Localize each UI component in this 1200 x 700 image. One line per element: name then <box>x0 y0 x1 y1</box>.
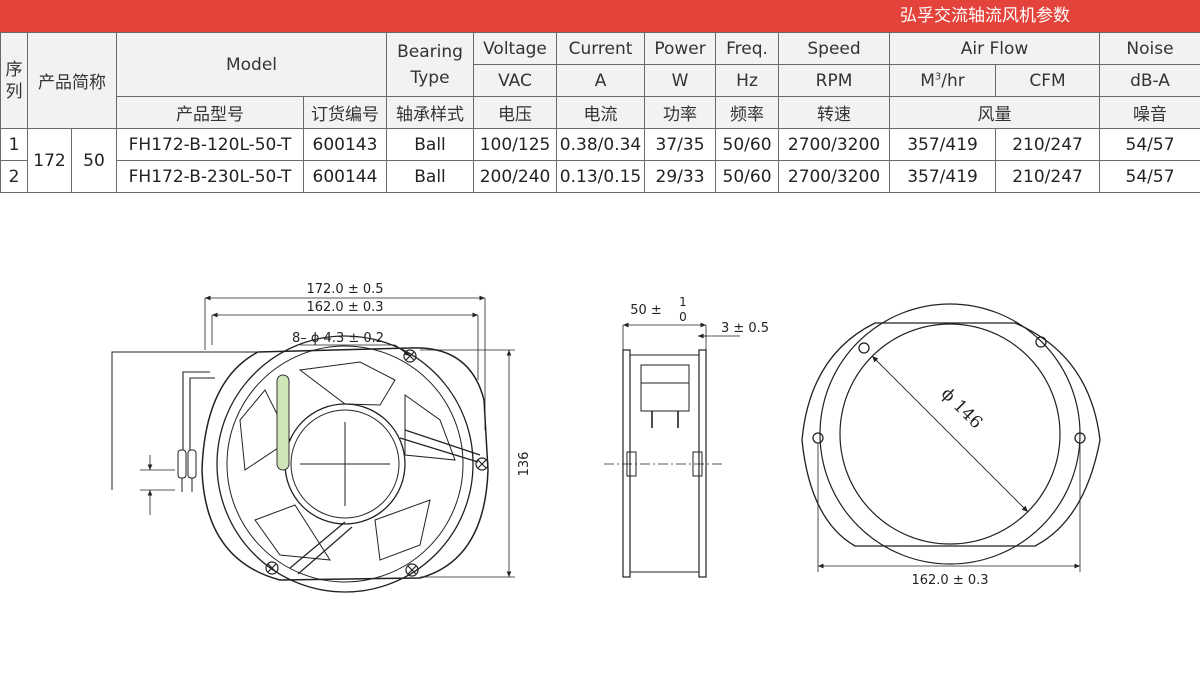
mounting-hole <box>403 349 417 363</box>
row-order: 600143 <box>302 128 388 161</box>
header-row-3: 产品型号 订货编号 轴承样式 电压 电流 功率 频率 转速 风量 噪音 <box>1 96 1200 129</box>
dim-hole-spacing: 162.0 ± 0.3 <box>306 300 383 315</box>
noise-header: Noise <box>1099 32 1200 65</box>
voltage-header: Voltage <box>473 32 558 65</box>
cn-current-header: 电流 <box>556 96 646 129</box>
cn-noise-header: 噪音 <box>1099 96 1200 129</box>
spec-table: 序列 产品简称 Model Bearing Type Voltage Curre… <box>0 32 1200 193</box>
dim-holes: 8– ϕ 4.3 ± 0.2 <box>292 331 384 346</box>
row-model: FH172-B-120L-50-T <box>116 128 304 161</box>
row-noise: 54/57 <box>1099 128 1200 161</box>
noise-unit: dB-A <box>1099 64 1200 97</box>
size-cell: 172 <box>27 128 72 193</box>
dim-depth-tol-top: 1 <box>679 295 687 309</box>
side-view <box>604 322 740 578</box>
row-seq: 2 <box>0 160 28 193</box>
row-speed: 2700/3200 <box>778 160 891 193</box>
dim-depth-tol-bottom: 0 <box>679 310 687 324</box>
voltage-unit: VAC <box>473 64 558 97</box>
row-power: 29/33 <box>644 160 717 193</box>
bearing-header: Bearing Type <box>386 32 475 97</box>
freq-header: Freq. <box>715 32 780 65</box>
dim-flange: 3 ± 0.5 <box>721 321 769 336</box>
cn-voltage-header: 电压 <box>473 96 558 129</box>
power-header: Power <box>644 32 717 65</box>
row-cfm: 210/247 <box>995 128 1101 161</box>
cn-model-header: 产品型号 <box>116 96 304 129</box>
speed-header: Speed <box>778 32 891 65</box>
front-view <box>111 295 515 593</box>
row-m3hr: 357/419 <box>889 128 997 161</box>
table-row: 2 FH172-B-230L-50-T 600144 Ball 200/240 … <box>0 160 1200 193</box>
dim-diameter: ϕ 146 <box>937 384 986 433</box>
row-freq: 50/60 <box>715 128 780 161</box>
cn-bearing-header: 轴承样式 <box>386 96 475 129</box>
mounting-hole <box>812 432 824 444</box>
row-cfm: 210/247 <box>995 160 1101 193</box>
mounting-hole <box>475 457 489 471</box>
row-speed: 2700/3200 <box>778 128 891 161</box>
row-freq: 50/60 <box>715 160 780 193</box>
current-unit: A <box>556 64 646 97</box>
row-order: 600144 <box>302 160 388 193</box>
back-view <box>801 303 1101 572</box>
freq-unit: Hz <box>715 64 780 97</box>
dim-height: 136 <box>517 452 532 477</box>
row-model: FH172-B-230L-50-T <box>116 160 304 193</box>
row-m3hr: 357/419 <box>889 160 997 193</box>
table-row: 1 172 50 FH172-B-120L-50-T 600143 Ball 1… <box>0 128 1200 193</box>
current-header: Current <box>556 32 646 65</box>
page-title: 弘孚交流轴流风机参数 <box>900 6 1070 26</box>
row-current: 0.38/0.34 <box>556 128 646 161</box>
power-unit: W <box>644 64 717 97</box>
row-voltage: 100/125 <box>473 128 558 161</box>
cn-power-header: 功率 <box>644 96 717 129</box>
mounting-hole <box>1035 336 1047 348</box>
dimension-drawing: 172.0 ± 0.5 162.0 ± 0.3 8– ϕ 4.3 ± 0.2 1… <box>111 282 1101 593</box>
thickness-cell: 50 <box>71 128 117 193</box>
model-header: Model <box>115 32 388 97</box>
row-bearing: Ball <box>386 128 475 161</box>
airflow-m3-unit: M3/hr <box>889 64 997 97</box>
mounting-hole <box>265 561 279 575</box>
cn-speed-header: 转速 <box>778 96 891 129</box>
airflow-cfm-unit: CFM <box>995 64 1101 97</box>
header-row-1: 序列 产品简称 Model Bearing Type Voltage Curre… <box>0 32 1200 129</box>
mounting-hole <box>858 342 870 354</box>
dim-overall-width: 172.0 ± 0.5 <box>306 282 383 297</box>
row-noise: 54/57 <box>1099 160 1200 193</box>
row-current: 0.13/0.15 <box>556 160 646 193</box>
title-bar <box>0 0 1200 32</box>
airflow-header: Air Flow <box>889 32 1101 65</box>
cn-airflow-header: 风量 <box>889 96 1101 129</box>
short-name-header: 产品简称 <box>27 32 117 129</box>
speed-unit: RPM <box>778 64 891 97</box>
header-row-2: VAC A W Hz RPM M3/hr CFM dB-A <box>1 64 1200 97</box>
row-bearing: Ball <box>386 160 475 193</box>
cn-order-header: 订货编号 <box>302 96 388 129</box>
cn-freq-header: 频率 <box>715 96 780 129</box>
row-voltage: 200/240 <box>473 160 558 193</box>
dim-back-width: 162.0 ± 0.3 <box>911 573 988 588</box>
row-seq: 1 <box>0 128 28 161</box>
mounting-hole <box>405 563 419 577</box>
seq-header: 序列 <box>0 32 28 129</box>
dim-depth: 50 ± <box>630 303 662 318</box>
row-power: 37/35 <box>644 128 717 161</box>
